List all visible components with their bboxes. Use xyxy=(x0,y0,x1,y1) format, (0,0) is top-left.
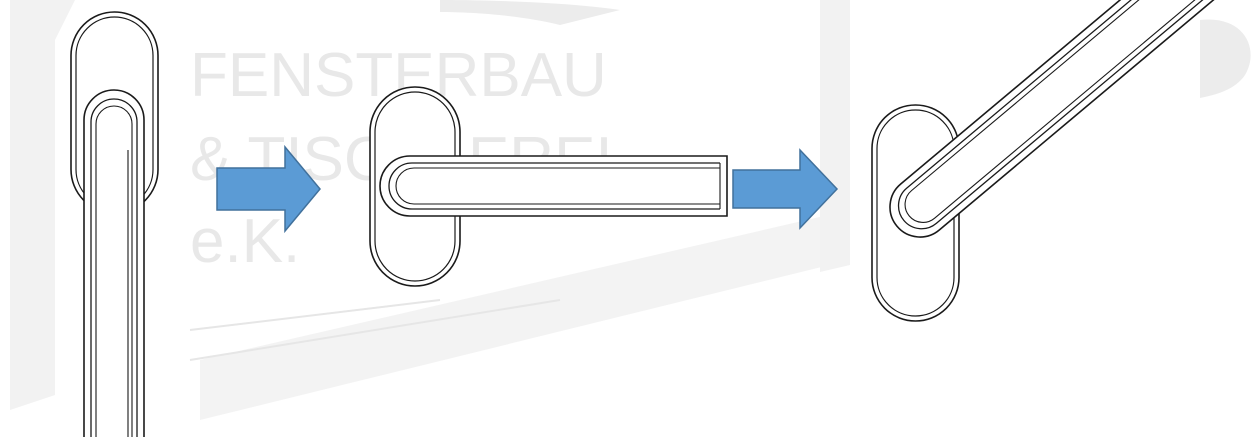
watermark-text-line-3: e.K. xyxy=(190,207,300,276)
lever-tilt-group xyxy=(889,0,1217,238)
watermark-frame-right xyxy=(820,0,850,272)
lever-open-inner xyxy=(395,167,720,205)
handle-open-position xyxy=(369,86,728,287)
handle-closed-position xyxy=(70,11,159,437)
lever-closed-inner xyxy=(95,105,133,437)
lever-tilt-inner xyxy=(904,0,1204,223)
watermark-frame-bottom xyxy=(200,210,850,420)
transition-arrow-1 xyxy=(216,144,321,234)
transition-arrow-2 xyxy=(732,148,839,230)
lever-tilt-outer xyxy=(889,0,1217,238)
lever-open-outer xyxy=(379,155,728,217)
lever-closed-outer xyxy=(83,89,145,437)
lever-closed-mid xyxy=(90,98,138,437)
watermark-line-2 xyxy=(189,299,561,361)
handle-tilt-position xyxy=(871,0,1217,322)
watermark-line-1 xyxy=(189,299,441,331)
lever-tilt-mid xyxy=(897,0,1208,230)
lever-open-mid xyxy=(388,162,720,210)
watermark-frame-left xyxy=(10,0,75,410)
watermark-arc xyxy=(440,0,620,25)
watermark-swoosh xyxy=(1200,19,1251,99)
